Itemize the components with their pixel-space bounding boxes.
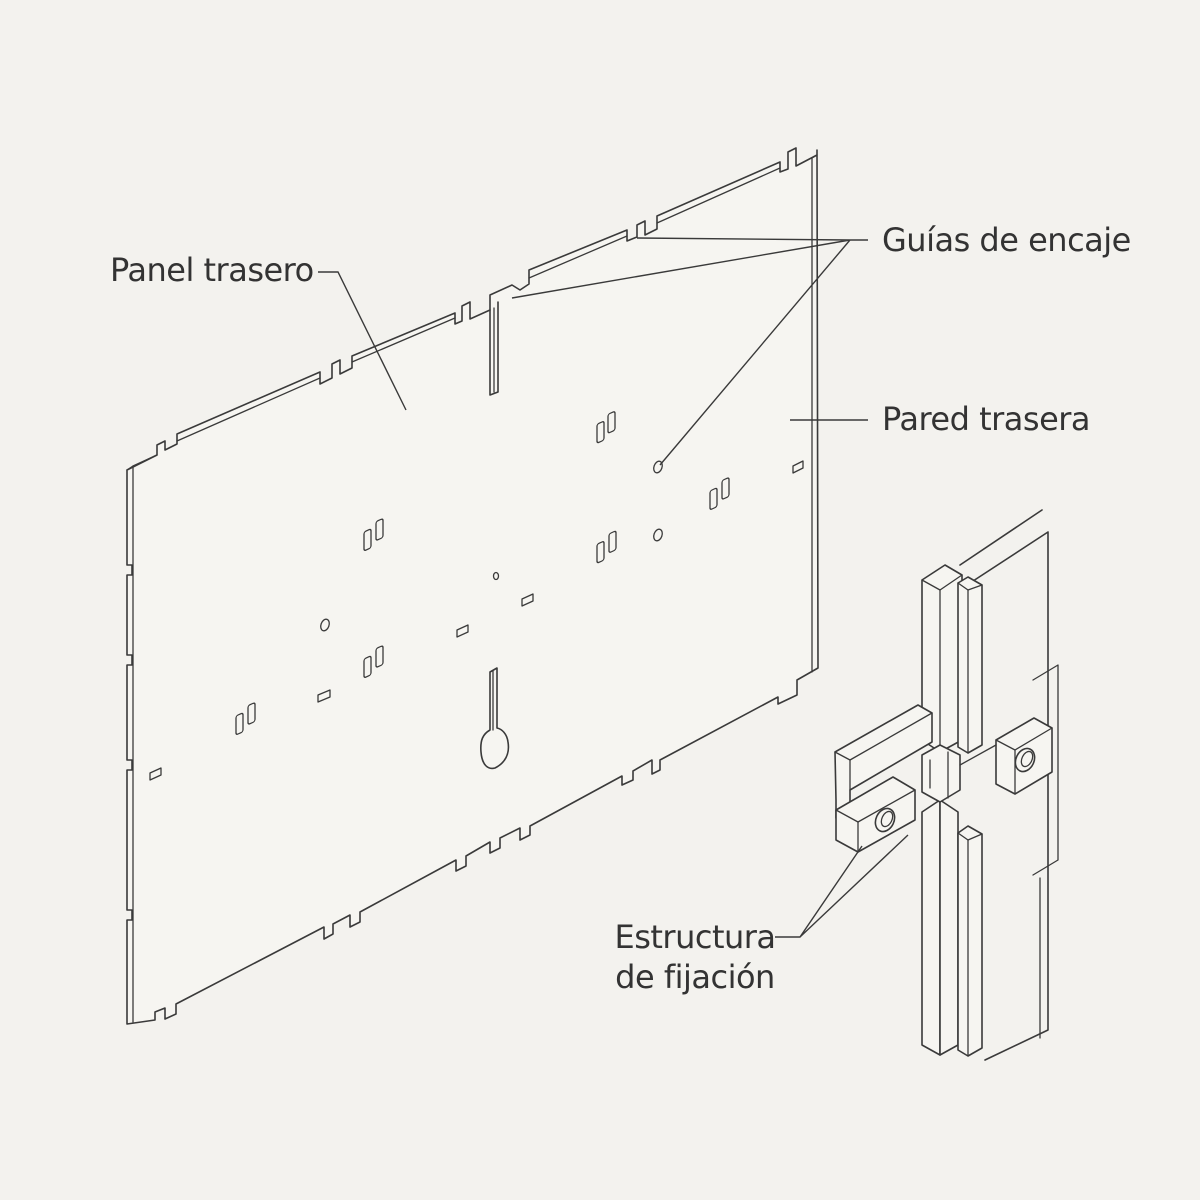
- label-estructura-line2: de fijación: [615, 958, 775, 996]
- label-guias-de-encaje: Guías de encaje: [882, 221, 1131, 259]
- back-wall-edge: [959, 509, 1043, 566]
- label-pared-trasera: Pared trasera: [882, 400, 1091, 438]
- leader-estructura: [775, 834, 909, 938]
- label-panel-trasero: Panel trasero: [110, 251, 314, 289]
- keyhole-slot: [480, 667, 510, 770]
- small-tabs: [149, 460, 804, 781]
- paired-slots: [235, 411, 730, 735]
- label-estructura-line1: Estructura: [614, 918, 776, 956]
- label-estructura-de-fijacion: Estructura de fijación: [600, 917, 790, 997]
- round-holes: [320, 460, 663, 632]
- back-panel-outline: [126, 147, 819, 1025]
- leader-lines: [318, 237, 909, 938]
- leader-guias: [511, 237, 868, 466]
- top-slot: [489, 301, 499, 396]
- mounting-structure: [834, 509, 1059, 1061]
- right-bracket: [995, 717, 1053, 795]
- bracket-screw-hole: [1014, 747, 1036, 773]
- center-clip: [921, 744, 961, 803]
- leader-panel-trasero: [318, 271, 407, 411]
- bracket-screw-hole: [874, 807, 896, 833]
- back-panel: [126, 147, 819, 1025]
